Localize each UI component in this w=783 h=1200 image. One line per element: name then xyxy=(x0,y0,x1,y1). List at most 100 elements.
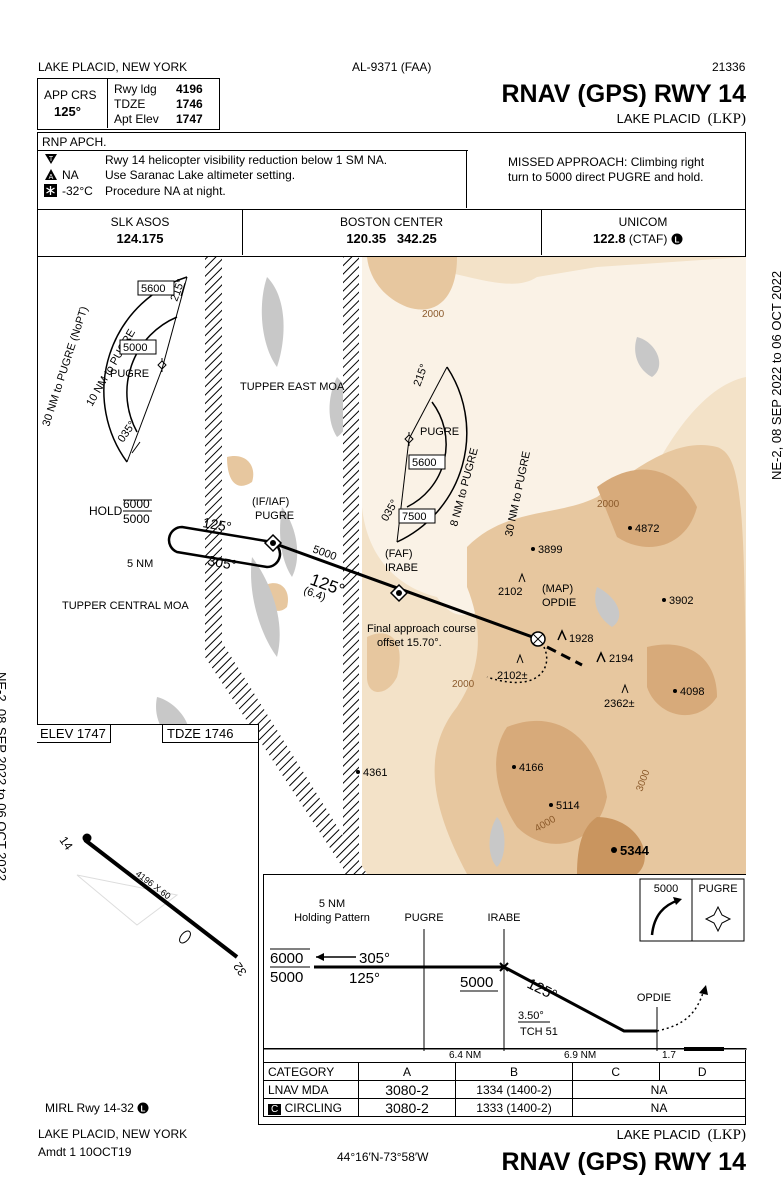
note-night: Procedure NA at night. xyxy=(105,184,226,198)
taa-right-alt-5600: 5600 xyxy=(412,457,436,469)
dist-irabe-opdie: 6.9 NM xyxy=(564,1050,597,1061)
moa-central-label: TUPPER CENTRAL MOA xyxy=(62,600,189,612)
footer-title: RNAV (GPS) RWY 14 xyxy=(501,1148,747,1176)
app-crs-value: 125° xyxy=(54,104,81,119)
comms-box: SLK ASOS 124.175 BOSTON CENTER 120.35 34… xyxy=(37,210,746,257)
obstacle-icon xyxy=(596,651,606,663)
cold-temperature-icon xyxy=(44,184,57,197)
profile-course-125: 125° xyxy=(349,970,380,987)
profile-course-305: 305° xyxy=(359,950,390,967)
hold-alt-upper: 6000 xyxy=(123,497,150,511)
plan-view-map: 30 NM to PUGRE (NoPT) 10 NM to PUGRE 215… xyxy=(40,257,746,874)
footer-airport: LAKE PLACID (LKP) xyxy=(616,1127,746,1143)
runway-end-32: 32 xyxy=(230,959,249,978)
contour-label-2000c: 2000 xyxy=(452,679,475,690)
note-helicopter: Rwy 14 helicopter visibility reduction b… xyxy=(105,153,388,167)
taa-left-fix: PUGRE xyxy=(110,368,149,380)
elev-4872: 4872 xyxy=(635,523,659,535)
rnp-note: RNP APCH. xyxy=(42,135,107,149)
elev-4166: 4166 xyxy=(519,762,543,774)
moa-boundary-west xyxy=(205,257,367,874)
comm-center-name: BOSTON CENTER xyxy=(339,215,444,229)
elev-3902: 3902 xyxy=(669,595,693,607)
runway-dimensions: 4196 X 60 xyxy=(134,869,173,902)
profile-pugre: PUGRE xyxy=(404,912,443,924)
circling-restriction-icon: C xyxy=(268,1103,282,1115)
map-label: (MAP) xyxy=(542,583,573,595)
note-alternate-na: NA xyxy=(62,168,79,182)
dist-pugre-irabe: 6.4 NM xyxy=(449,1050,482,1061)
chart-number: 21336 xyxy=(712,60,746,74)
airport-diagram: ELEV 1747 TDZE 1746 14 32 4196 X 60 MIRL… xyxy=(37,724,259,1125)
footer-amendment: Amdt 1 10OCT19 xyxy=(38,1145,132,1159)
elev-2102-b: 2102± xyxy=(497,670,528,682)
runway-threshold-icon xyxy=(82,833,92,843)
helicopter-triangle-icon: T xyxy=(45,154,57,164)
side-label-left: NE-2, 08 SEP 2022 to 06 OCT 2022 xyxy=(0,672,9,882)
chart-id: AL-9371 (FAA) xyxy=(352,60,432,74)
taa-left-alt-5000: 5000 xyxy=(123,342,147,354)
comm-unicom-freq-group: 122.8 (CTAF) L xyxy=(593,232,683,246)
obstacle-icon xyxy=(518,572,526,583)
distance-row: 6.4 NM 6.9 NM 1.7 xyxy=(263,1048,746,1062)
taa-right-alt-7500: 7500 xyxy=(402,511,426,523)
notes-box: RNP APCH. T Rwy 14 helicopter visibility… xyxy=(37,132,746,210)
profile-hold-line1: 5 NM xyxy=(319,898,345,910)
runway-end-14: 14 xyxy=(57,834,76,853)
profile-glidepath: 3.50° xyxy=(518,1010,544,1022)
profile-view: 5000 PUGRE 5 NM Holding Pattern PUGRE IR… xyxy=(263,874,747,1051)
tdze-label: TDZE xyxy=(114,97,146,111)
apt-elev-value: 1747 xyxy=(176,112,203,126)
tdze-value: 1746 xyxy=(176,97,203,111)
profile-alt-5000: 5000 xyxy=(460,974,493,991)
elev-1928: 1928 xyxy=(569,633,593,645)
missed-approach-line2: turn to 5000 direct PUGRE and hold. xyxy=(508,170,704,184)
course-info-box: APP CRS 125° Rwy ldg 4196 TDZE 1746 Apt … xyxy=(37,78,220,130)
dist-opdie-rwy: 1.7 xyxy=(662,1050,676,1061)
faf-label: (FAF) xyxy=(385,548,413,560)
obstacle-icon xyxy=(621,683,629,694)
hold-distance: 5 NM xyxy=(127,558,153,570)
climb-arrow-icon xyxy=(650,898,680,936)
footer-city: LAKE PLACID, NEW YORK xyxy=(38,1127,188,1141)
airport-header: LAKE PLACID (LKP) xyxy=(616,111,746,127)
pilot-controlled-lighting-icon: L xyxy=(137,1102,149,1114)
profile-irabe: IRABE xyxy=(487,912,520,924)
map-name: OPDIE xyxy=(542,597,576,609)
pilot-controlled-lighting-icon: L xyxy=(671,233,683,245)
ad-tdze: TDZE 1746 xyxy=(167,726,234,741)
elev-4361: 4361 xyxy=(363,767,387,779)
profile-diagram: 5000 PUGRE 5 NM Holding Pattern PUGRE IR… xyxy=(264,878,747,1051)
elev-2362: 2362± xyxy=(604,698,635,710)
descent-path xyxy=(503,965,657,1033)
comm-unicom-name: UNICOM xyxy=(618,215,668,229)
faf-name: IRABE xyxy=(385,562,418,574)
ad-lighting: MIRL Rwy 14-32 L xyxy=(45,1101,149,1115)
taa-left-alt-5600: 5600 xyxy=(141,283,165,295)
approach-title: RNAV (GPS) RWY 14 xyxy=(501,80,747,108)
final-course-note-2: offset 15.70°. xyxy=(377,637,442,649)
elev-5344: 5344 xyxy=(620,843,650,858)
note-altimeter: Use Saranac Lake altimeter setting. xyxy=(105,168,296,182)
minima-table: CATEGORY A B C D LNAV MDA 3080-2 1334 (1… xyxy=(263,1062,746,1117)
comm-asos-freq: 124.175 xyxy=(116,231,164,246)
minima-lnav-row: LNAV MDA 3080-2 1334 (1400-2) NA xyxy=(263,1080,746,1099)
comm-center-freq: 120.35 342.25 xyxy=(346,231,437,246)
missed-icon-alt: 5000 xyxy=(654,883,678,895)
runway-14-32 xyxy=(83,838,239,959)
contour-label-2000b: 2000 xyxy=(597,499,620,510)
elev-2194: 2194 xyxy=(609,653,633,665)
profile-opdie: OPDIE xyxy=(637,992,671,1004)
rwy-ldg-value: 4196 xyxy=(176,82,203,96)
hold-course-out: 125° xyxy=(201,514,232,535)
apt-elev-label: Apt Elev xyxy=(114,112,159,126)
header-city: LAKE PLACID, NEW YORK xyxy=(38,60,188,74)
minima-circling-row: C CIRCLING 3080-2 1333 (1400-2) NA xyxy=(263,1098,746,1117)
elev-4098: 4098 xyxy=(680,686,704,698)
taa-right-fix-icon xyxy=(404,432,414,446)
moa-east-label: TUPPER EAST MOA xyxy=(240,381,345,393)
svg-text:A: A xyxy=(49,174,54,181)
hold-course-in: 305° xyxy=(206,552,237,573)
svg-text:L: L xyxy=(141,1105,146,1114)
airport-runway-diagram: 14 32 4196 X 60 xyxy=(57,833,250,979)
